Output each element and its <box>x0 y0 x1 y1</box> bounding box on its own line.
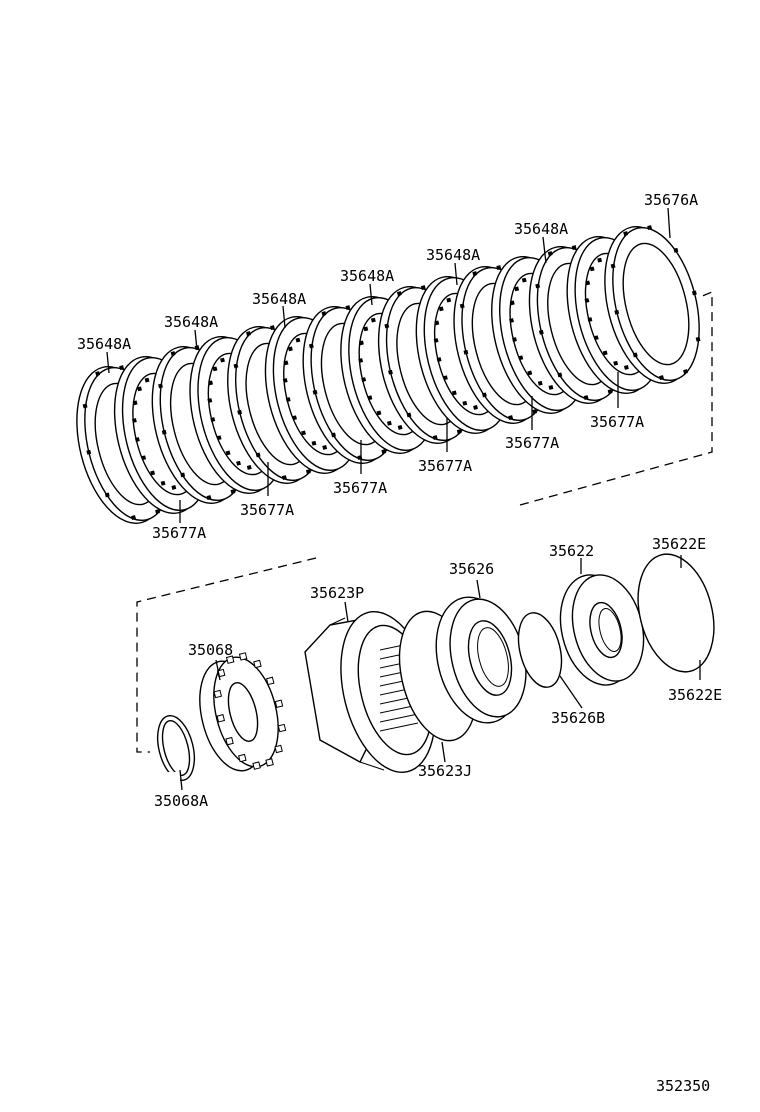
label-35622E-bottom: 35622E <box>668 686 722 704</box>
label-35648A-6: 35648A <box>426 246 480 264</box>
label-35677A-3: 35677A <box>333 479 387 497</box>
clutch-pack-stack <box>76 225 701 524</box>
label-35648A-7: 35648A <box>514 220 568 238</box>
label-35623J: 35623J <box>418 762 472 780</box>
label-35648A-5: 35648A <box>340 267 394 285</box>
dashed-connector-lower <box>136 557 317 753</box>
label-35677A-2: 35677A <box>240 501 294 519</box>
label-35677A-1: 35677A <box>152 524 206 542</box>
one-way-clutch-35068 <box>199 652 287 772</box>
label-35648A-4: 35648A <box>252 290 306 308</box>
clutch-ring <box>604 225 701 384</box>
label-35623P: 35623P <box>310 584 364 602</box>
label-35626: 35626 <box>449 560 494 578</box>
snap-ring-35068A <box>156 715 196 782</box>
label-35622: 35622 <box>549 542 594 560</box>
label-35677A-4: 35677A <box>418 457 472 475</box>
label-35648A-3: 35648A <box>164 313 218 331</box>
plate-35622E <box>637 553 715 673</box>
label-35676A: 35676A <box>644 191 698 209</box>
label-35677A-5: 35677A <box>505 434 559 452</box>
label-35626B: 35626B <box>551 709 605 727</box>
leader-lines <box>106 207 701 791</box>
label-35622E-top: 35622E <box>652 535 706 553</box>
label-35648A-1: 35648A <box>77 335 131 353</box>
dashed-connector-upper <box>519 291 713 506</box>
figure-number: 352350 <box>656 1077 710 1095</box>
seal-35626B <box>517 612 563 688</box>
label-35068A: 35068A <box>154 792 208 810</box>
label-35677A-6: 35677A <box>590 413 644 431</box>
piston-35622 <box>559 574 645 686</box>
piston-35626 <box>435 596 527 724</box>
label-35068: 35068 <box>188 641 233 659</box>
